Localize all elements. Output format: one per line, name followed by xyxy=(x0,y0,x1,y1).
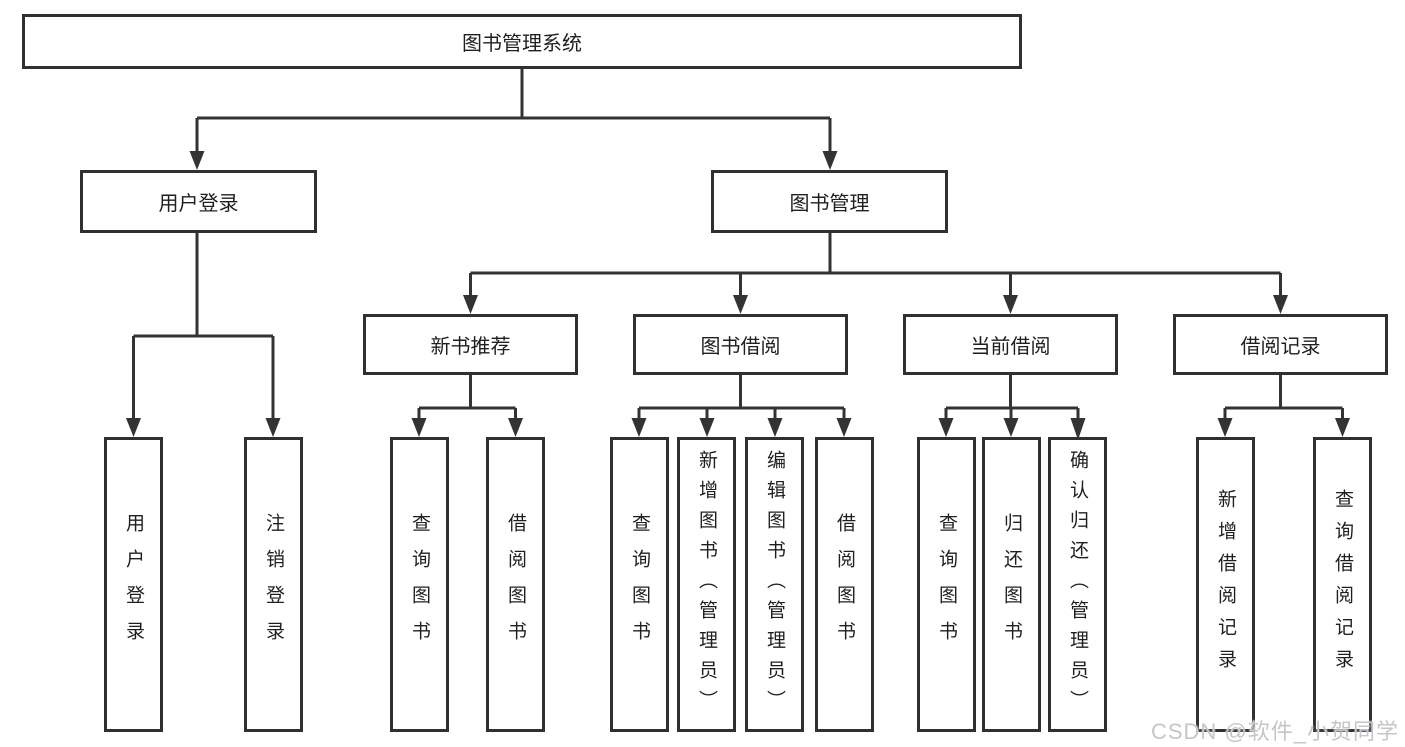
node-label: 借阅记录 xyxy=(1240,336,1321,358)
leaf-return-book: 归还图书 xyxy=(982,437,1041,732)
node-label: 新增图书（管理员） xyxy=(696,449,717,720)
node-book-management: 图书管理 xyxy=(711,170,948,233)
leaf-query-borrow-record: 查询借阅记录 xyxy=(1313,437,1372,732)
node-label: 图书管理 xyxy=(789,193,870,215)
node-library-system: 图书管理系统 xyxy=(22,14,1022,69)
node-label: 查询图书 xyxy=(629,512,650,657)
leaf-add-book-admin: 新增图书（管理员） xyxy=(677,437,736,732)
node-user-login: 用户登录 xyxy=(80,170,317,233)
leaf-query-book-current: 查询图书 xyxy=(917,437,976,732)
node-new-book-recommend: 新书推荐 xyxy=(363,314,578,375)
node-borrow-record: 借阅记录 xyxy=(1173,314,1388,375)
leaf-logout: 注销登录 xyxy=(244,437,303,732)
node-label: 借阅图书 xyxy=(834,512,855,657)
leaf-query-book-borrow: 查询图书 xyxy=(610,437,669,732)
leaf-user-login: 用户登录 xyxy=(104,437,163,732)
leaf-edit-book-admin: 编辑图书（管理员） xyxy=(745,437,804,732)
node-label: 查询借阅记录 xyxy=(1332,488,1353,681)
node-label: 当前借阅 xyxy=(970,336,1051,358)
leaf-query-book-recommend: 查询图书 xyxy=(390,437,449,732)
arrowheads xyxy=(126,151,1350,440)
node-label: 图书管理系统 xyxy=(462,33,582,55)
node-label: 新增借阅记录 xyxy=(1215,488,1236,681)
node-label: 图书借阅 xyxy=(700,336,781,358)
node-label: 用户登录 xyxy=(158,193,239,215)
leaf-confirm-return-admin: 确认归还（管理员） xyxy=(1048,437,1107,732)
node-label: 查询图书 xyxy=(936,512,957,657)
node-label: 新书推荐 xyxy=(430,336,511,358)
node-book-borrow: 图书借阅 xyxy=(633,314,848,375)
node-label: 确认归还（管理员） xyxy=(1067,449,1088,720)
node-label: 归还图书 xyxy=(1001,512,1022,657)
node-label: 注销登录 xyxy=(263,512,284,657)
node-label: 编辑图书（管理员） xyxy=(764,449,785,720)
node-label: 用户登录 xyxy=(123,512,144,657)
leaf-add-borrow-record: 新增借阅记录 xyxy=(1196,437,1255,732)
node-label: 查询图书 xyxy=(409,512,430,657)
node-label: 借阅图书 xyxy=(505,512,526,657)
csdn-watermark: CSDN @软件_小贺同学 xyxy=(1150,719,1399,744)
node-current-borrow: 当前借阅 xyxy=(903,314,1118,375)
leaf-borrow-book-recommend: 借阅图书 xyxy=(486,437,545,732)
leaf-borrow-book: 借阅图书 xyxy=(815,437,874,732)
